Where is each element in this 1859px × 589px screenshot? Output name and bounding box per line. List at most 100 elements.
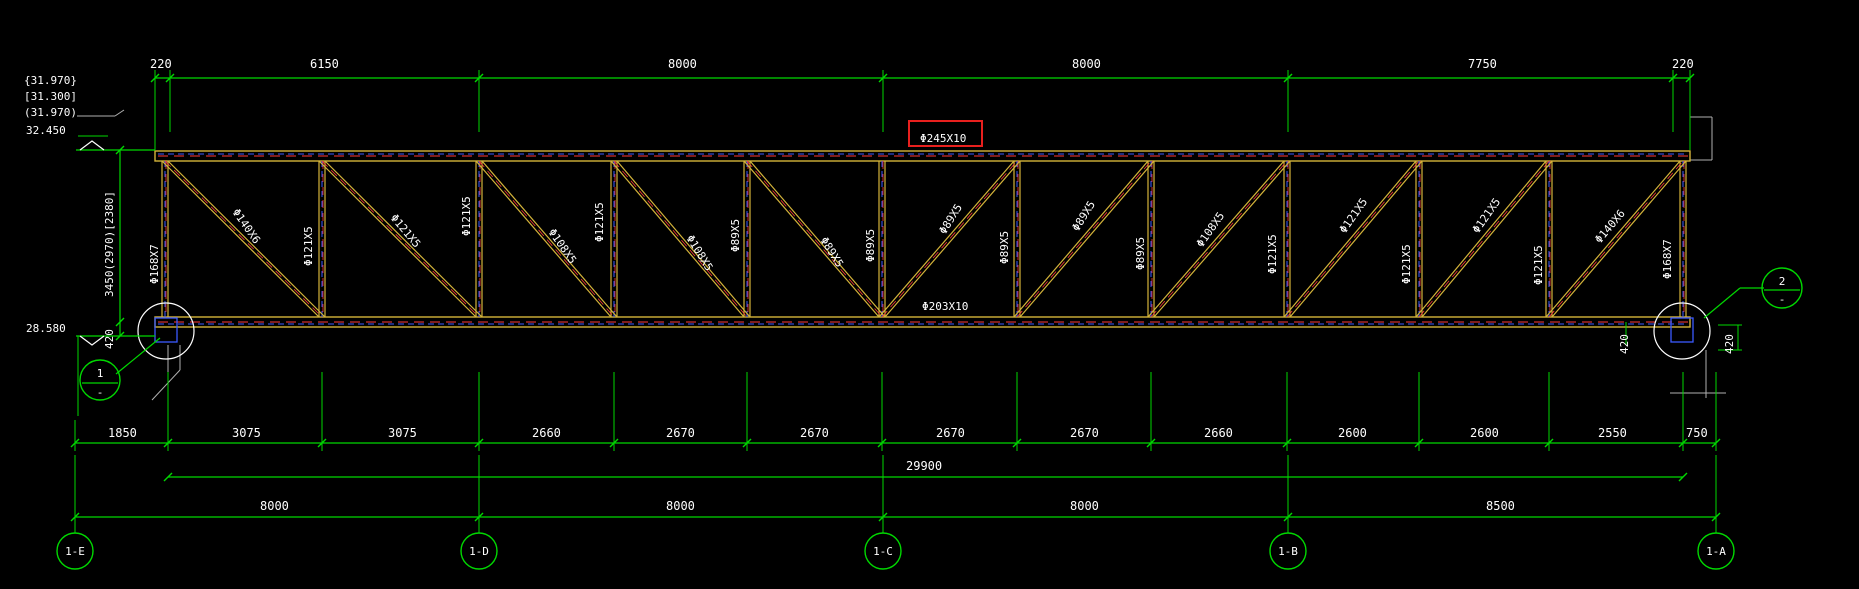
left-end-guide-c (151, 369, 181, 401)
bay-dim-0: 1850 (108, 426, 137, 440)
diagonal-7-inner (1150, 160, 1288, 318)
elev-bottom-triangle (79, 335, 105, 346)
diagonal-6-edge-a (1013, 160, 1149, 318)
section-mark-1-number: 1 (97, 367, 104, 380)
end-post-right-label: Φ168X7 (1661, 239, 1674, 279)
elevation-top-line-1: {31.970} (24, 74, 77, 87)
elevation-top-line-2: [31.300] (24, 90, 77, 103)
diagonal-3-inner (613, 160, 748, 318)
support-right-plate (1670, 317, 1694, 343)
support-left-plate (154, 317, 178, 343)
section-mark-1-sub: - (97, 386, 104, 399)
top-dim-5: 220 (1672, 57, 1694, 71)
bottom-chord-label: Φ203X10 (922, 300, 968, 313)
axis-label-1-a: 1-A (1706, 545, 1726, 558)
diagonal-7-edge-a (1147, 160, 1285, 318)
section-mark-2-number: 2 (1779, 275, 1786, 288)
diagonal-9-inner (1418, 160, 1550, 318)
axis-label-1-e: 1-E (65, 545, 85, 558)
diagonal-8-edge-a (1283, 160, 1417, 318)
diagonal-1-edge-a (318, 160, 477, 318)
diagonal-label-3: Φ108X5 (683, 233, 715, 274)
section-mark-2-sub: - (1779, 293, 1786, 306)
diagonal-2-inner (478, 160, 615, 318)
end-post-left-label: Φ168X7 (148, 244, 161, 284)
diagonal-label-9: Φ121X5 (1470, 196, 1503, 236)
diagonal-8-inner (1286, 160, 1420, 318)
elevation-top: 32.450 (26, 124, 66, 137)
axis-1-d: 1-D (460, 532, 498, 570)
height-dim-tick-mid (115, 317, 125, 327)
diagonal-10-edge-b (1551, 160, 1687, 318)
elev-top-triangle (79, 140, 105, 151)
elevation-labels: {31.970} [31.300] (31.970) 32.450 28.580… (24, 74, 116, 349)
axis-dim-2: 8000 (1070, 499, 1099, 513)
vertical-label-0: Φ121X5 (302, 226, 315, 266)
diagonal-7-edge-b (1153, 160, 1291, 318)
end-plate-dim-left: 420 (103, 329, 116, 349)
axis-1-b: 1-B (1269, 532, 1307, 570)
diagonal-label-6: Φ89X5 (1070, 199, 1099, 234)
vertical-label-2: Φ121X5 (593, 202, 606, 242)
diagonal-label-4: Φ89X5 (817, 235, 846, 270)
bay-dim-6: 2670 (936, 426, 965, 440)
bay-dim-11: 2550 (1598, 426, 1627, 440)
total-dim: 29900 (906, 459, 942, 473)
top-dim-0: 220 (150, 57, 172, 71)
support-right-circle (1653, 302, 1711, 360)
vertical-label-7: Φ121X5 (1266, 234, 1279, 274)
diagonal-1-inner (321, 160, 480, 318)
axis-1-c: 1-C (864, 532, 902, 570)
height-dim-tick-bottom (115, 331, 125, 341)
diagonal-label-5: Φ89X5 (937, 202, 966, 237)
top-dim-1: 6150 (310, 57, 339, 71)
axis-label-1-d: 1-D (469, 545, 489, 558)
elevation-top-line-3: (31.970) (24, 106, 77, 119)
axis-dim-1: 8000 (666, 499, 695, 513)
diagonal-8-edge-b (1289, 160, 1423, 318)
axis-bubbles: 1-E 1-D 1-C 1-B 1-A (56, 532, 1735, 570)
end-plate-dim-mid: 420 (1618, 334, 1631, 354)
diagonal-5-edge-a (878, 160, 1015, 318)
axis-1-e: 1-E (56, 532, 94, 570)
end-plate-dim-right: 420 (1723, 334, 1736, 354)
bay-dim-3: 2660 (532, 426, 561, 440)
top-dim-2: 8000 (668, 57, 697, 71)
vertical-label-4: Φ89X5 (864, 229, 877, 262)
bay-dim-8: 2660 (1204, 426, 1233, 440)
section-mark-2: 2 - (1703, 267, 1803, 319)
bay-dim-7: 2670 (1070, 426, 1099, 440)
diagonal-0-edge-a (161, 160, 320, 318)
diagonal-5-inner (881, 160, 1018, 318)
bay-dim-1: 3075 (232, 426, 261, 440)
dimension-lines (70, 70, 1742, 533)
diagonal-0-inner (164, 160, 323, 318)
vertical-label-9: Φ121X5 (1532, 245, 1545, 285)
diagonal-10-inner (1548, 160, 1684, 318)
diagonal-label-0: Φ140X6 (230, 206, 263, 246)
height-note: 3450(2970)[2380] (103, 191, 116, 297)
axis-dim-3: 8500 (1486, 499, 1515, 513)
diagonal-1-edge-b (324, 160, 483, 318)
axis-dim-0: 8000 (260, 499, 289, 513)
support-left-circle (137, 302, 195, 360)
bay-dim-12: 750 (1686, 426, 1708, 440)
bay-dim-4: 2670 (666, 426, 695, 440)
top-chord-highlight-box (908, 120, 983, 147)
diagonal-3-edge-a (610, 160, 745, 318)
diagonal-2-edge-a (475, 160, 612, 318)
diagonal-label-1: Φ121X5 (388, 212, 424, 251)
diagonal-4-edge-b (749, 160, 886, 318)
top-chord-label: Φ245X10 (920, 132, 966, 145)
diagonal-5-edge-b (884, 160, 1021, 318)
diagonal-label-8: Φ121X5 (1337, 196, 1370, 236)
elev-leader-break (114, 109, 125, 117)
top-dim-4: 7750 (1468, 57, 1497, 71)
section-mark-1: 1 - (79, 337, 161, 401)
total-dim-tick-right (1678, 472, 1688, 482)
axis-label-1-c: 1-C (873, 545, 893, 558)
vertical-label-8: Φ121X5 (1400, 244, 1413, 284)
section-marks: 1 - 2 - (79, 267, 1803, 401)
diagonal-10-edge-a (1545, 160, 1681, 318)
elevation-bottom: 28.580 (26, 322, 66, 335)
